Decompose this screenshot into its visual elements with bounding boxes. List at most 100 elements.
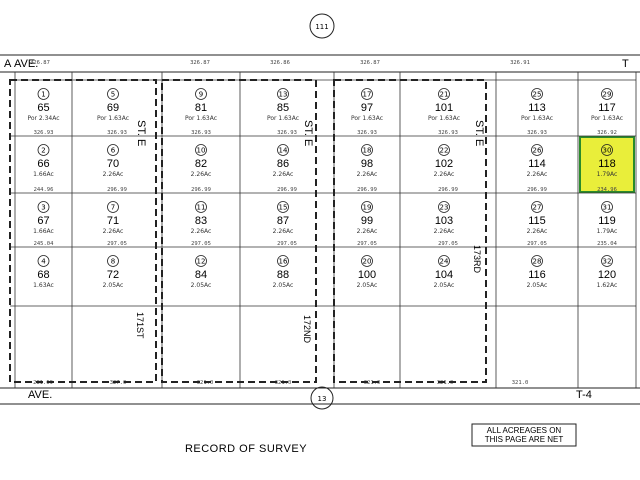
parcel-acreage: Por 1.63Ac <box>428 115 460 122</box>
parcel-number: 88 <box>277 269 289 281</box>
parcel-number: 100 <box>358 269 376 281</box>
row-dimension: 296.99 <box>527 187 547 193</box>
parcel-circle <box>361 255 373 267</box>
parcel-sequence: 27 <box>533 204 542 212</box>
row-dimension: 234.96 <box>597 187 617 193</box>
parcel-circle <box>531 201 543 213</box>
parcel-circle <box>37 144 50 156</box>
net-acreage-note: ALL ACREAGES ON THIS PAGE ARE NET <box>471 423 577 447</box>
parcel-acreage: 2.26Ac <box>273 228 294 235</box>
bottom-map-reference: 13 <box>310 386 334 410</box>
parcel-sequence: 7 <box>111 204 115 212</box>
parcel-sequence: 30 <box>603 147 612 155</box>
parcel-circle <box>601 255 613 267</box>
parcel-sequence: 16 <box>279 258 288 266</box>
record-of-survey-title: RECORD OF SURVEY <box>185 443 307 455</box>
parcel-number: 104 <box>435 269 453 281</box>
parcel-acreage: 2.26Ac <box>357 171 378 178</box>
parcel-number: 113 <box>528 102 546 114</box>
highlighted-parcel <box>579 136 635 193</box>
parcel-acreage: 2.26Ac <box>434 228 455 235</box>
parcel-sequence: 1 <box>41 91 45 99</box>
parcel-sequence: 13 <box>279 91 288 99</box>
row-dimension: 326.93 <box>277 130 297 136</box>
parcel-circle <box>361 88 373 100</box>
street-e-label-1: ST. E <box>135 120 147 146</box>
parcel-acreage: 1.66Ac <box>33 171 54 178</box>
parcel-circle <box>531 144 543 156</box>
parcel-acreage: 1.79Ac <box>597 228 618 235</box>
parcel-acreage: 2.05Ac <box>434 282 455 289</box>
street-e-label-3: ST. E <box>473 120 485 146</box>
parcel-number: 118 <box>598 158 616 170</box>
parcel-number: 69 <box>107 102 119 114</box>
parcel-number: 83 <box>195 215 207 227</box>
row-dimension: 297.05 <box>527 241 547 247</box>
parcel-number: 66 <box>37 158 49 170</box>
parcel-circle <box>531 255 543 267</box>
parcel-sequence: 15 <box>279 204 288 212</box>
parcel-circle <box>277 201 289 213</box>
parcel-sequence: 19 <box>363 204 372 212</box>
parcel-sequence: 18 <box>363 147 372 155</box>
parcel-circle <box>107 144 119 156</box>
parcel-circle <box>195 88 207 100</box>
block-boundary-1 <box>9 79 157 383</box>
bottom-dimension: 281.69 <box>33 380 53 386</box>
parcel-sequence: 17 <box>363 91 372 99</box>
parcel-circle <box>107 255 119 267</box>
parcel-number: 101 <box>435 102 453 114</box>
parcel-acreage: Por 1.63Ac <box>185 115 217 122</box>
parcel-acreage: Por 1.63Ac <box>521 115 553 122</box>
parcel-sequence: 22 <box>440 147 449 155</box>
row-dimension: 326.93 <box>34 130 54 136</box>
parcel-circle <box>37 88 50 100</box>
parcel-circle <box>438 88 450 100</box>
top-t-label: T <box>622 58 629 70</box>
parcel-circle <box>438 201 450 213</box>
row-dimension: 326.93 <box>357 130 377 136</box>
top-map-reference: 111 <box>309 13 335 39</box>
row-dimension: 326.93 <box>107 130 127 136</box>
parcel-acreage: Por 1.63Ac <box>267 115 299 122</box>
row-dimension: 296.99 <box>277 187 297 193</box>
parcel-number: 119 <box>598 215 616 227</box>
row-dimension: 297.05 <box>107 241 127 247</box>
parcel-sequence: 23 <box>440 204 449 212</box>
parcel-acreage: 1.62Ac <box>597 282 618 289</box>
row-dimension: 297.05 <box>191 241 211 247</box>
parcel-sequence: 14 <box>279 147 288 155</box>
parcel-number: 82 <box>195 158 207 170</box>
parcel-acreage: 2.05Ac <box>357 282 378 289</box>
top-avenue-label: AVE. <box>14 58 38 70</box>
parcel-acreage: Por 1.63Ac <box>97 115 129 122</box>
parcel-number: 67 <box>37 215 49 227</box>
parcel-acreage: 2.05Ac <box>103 282 124 289</box>
parcel-sequence: 12 <box>197 258 206 266</box>
row-dimension: 297.05 <box>438 241 458 247</box>
parcel-number: 70 <box>107 158 119 170</box>
parcel-acreage: 2.05Ac <box>273 282 294 289</box>
parcel-circle <box>107 201 119 213</box>
parcel-number: 115 <box>528 215 546 227</box>
parcel-acreage: 2.26Ac <box>191 171 212 178</box>
parcel-circle <box>601 88 613 100</box>
parcel-number: 85 <box>277 102 289 114</box>
parcel-number: 103 <box>435 215 453 227</box>
top-map-number: 111 <box>315 23 328 31</box>
parcel-acreage: 1.79Ac <box>597 171 618 178</box>
bottom-avenue-label: AVE. <box>28 389 52 401</box>
block-boundary-2 <box>161 79 317 383</box>
street-172nd-label: 172ND <box>302 315 312 344</box>
parcel-number: 102 <box>435 158 453 170</box>
top-dimension: 326.87 <box>30 60 50 66</box>
parcel-sequence: 26 <box>533 147 542 155</box>
parcel-circle <box>37 255 50 267</box>
row-dimension: 235.04 <box>597 241 618 247</box>
top-dimension: 326.86 <box>270 60 290 66</box>
parcel-circle <box>195 144 207 156</box>
parcel-circle <box>195 255 207 267</box>
parcel-number: 86 <box>277 158 289 170</box>
parcel-acreage: 2.26Ac <box>527 228 548 235</box>
parcel-sequence: 4 <box>41 258 46 266</box>
